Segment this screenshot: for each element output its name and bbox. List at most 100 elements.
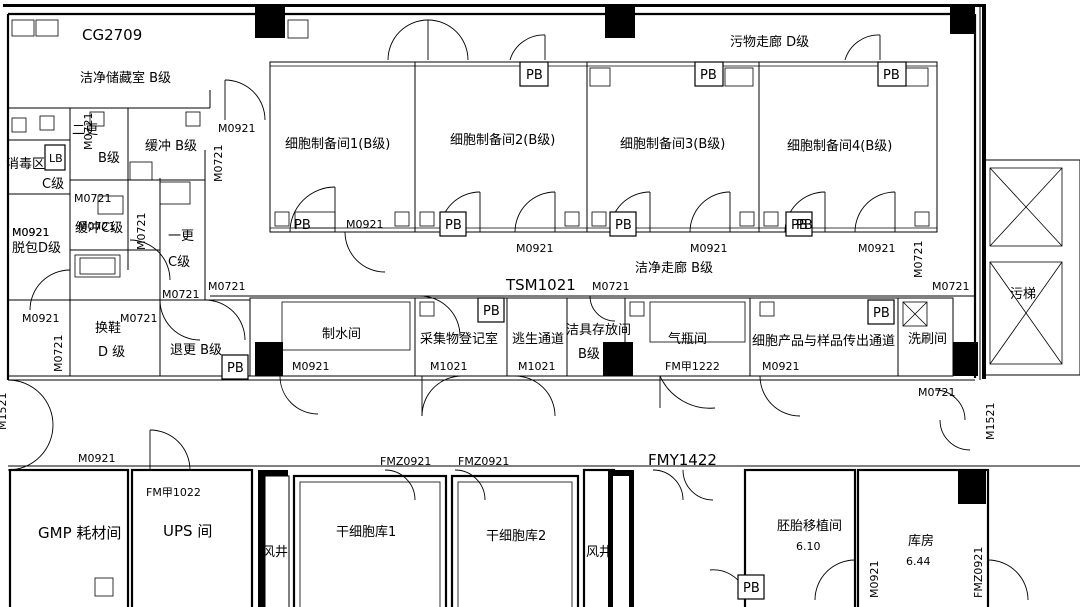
door-label: M0721 (912, 241, 925, 279)
door-label: M0721 (932, 280, 970, 293)
room-stem-bank-1: 干细胞库1 (336, 524, 396, 540)
pass-box-labels: PB PB PB PB PB PB PB PB PB PB PB PB LB (49, 68, 900, 596)
room-cg2709: CG2709 (82, 26, 142, 44)
outer-walls (3, 4, 986, 381)
cell-prep-rooms (11, 19, 938, 233)
stair-block (984, 159, 1080, 376)
door-label: M0721 (82, 113, 95, 151)
room-disinfect-grade: C级 (42, 177, 64, 192)
left-rooms (8, 90, 250, 377)
door-label: M1521 (0, 393, 9, 431)
room-embryo: 胚胎移植间 (777, 519, 842, 534)
pass-boxes (221, 61, 907, 600)
room-shoe-change-grade: D 级 (98, 345, 125, 360)
door-label: M0721 (78, 220, 116, 233)
room-first-change: 一更 (168, 229, 194, 244)
pass-box-label: PB (526, 68, 543, 83)
room-buffer-b: 缓冲 B级 (145, 139, 197, 154)
door-label: M0921 (218, 122, 256, 135)
door-label: FM甲1022 (146, 486, 201, 499)
room-shaft-1: 风井 (262, 545, 288, 560)
door-label: FMZ0921 (380, 455, 431, 468)
door-label: M0921 (12, 226, 50, 239)
door-label: M0721 (74, 192, 112, 205)
room-embryo-area: 6.10 (796, 540, 821, 553)
door-label: M0921 (22, 312, 60, 325)
room-second-change-grade: B级 (98, 151, 120, 166)
door-label: M0921 (690, 242, 728, 255)
pass-box-label: PB (445, 218, 462, 233)
room-cell-prep-4: 细胞制备间4(B级) (787, 138, 892, 154)
door-label: M0721 (120, 312, 158, 325)
door-label: TSM1021 (505, 276, 576, 294)
pass-box-label: PB (227, 361, 244, 376)
room-stem-bank-2: 干细胞库2 (486, 528, 546, 544)
room-buffer-c: 缓冲C级 (75, 221, 123, 236)
pass-box-label: PB (615, 218, 632, 233)
pass-box-label: PB (743, 581, 760, 596)
door-label: M0921 (516, 242, 554, 255)
door-label: M1021 (430, 360, 468, 373)
room-disinfect: 消毒区 (6, 157, 45, 172)
door-label: M1521 (984, 403, 997, 441)
door-label: M0721 (52, 335, 65, 373)
pass-box-label: PB (873, 306, 890, 321)
room-gas: 气瓶间 (668, 331, 707, 347)
room-escape: 逃生通道 (512, 332, 564, 347)
pass-box-label: PB (700, 68, 717, 83)
door-swings (7, 19, 1029, 601)
pass-box-label: LB (49, 152, 63, 165)
room-pass-channel: 细胞产品与样品传出通道 (752, 334, 895, 349)
room-cell-prep-1: 细胞制备间1(B级) (285, 136, 390, 152)
room-dirty-corridor: 污物走廊 D级 (730, 34, 809, 50)
room-ups: UPS 间 (163, 522, 212, 540)
room-second-change: 二更 (72, 123, 98, 138)
door-label: M0921 (762, 360, 800, 373)
pass-box-label: PB (883, 68, 900, 83)
room-tool: 洁具存放间 (566, 323, 631, 338)
middle-rooms (249, 297, 978, 377)
lower-rooms (8, 465, 1080, 607)
door-label: M0921 (78, 452, 116, 465)
room-cell-prep-2: 细胞制备间2(B级) (450, 132, 555, 148)
room-water: 制水间 (322, 327, 361, 342)
room-clean-corridor: 洁净走廊 B级 (635, 260, 713, 276)
door-label: M0921 (858, 242, 896, 255)
room-tool-grade: B级 (578, 347, 600, 362)
door-label: M0921 (868, 561, 881, 599)
door-label: M0721 (208, 280, 246, 293)
room-gmp: GMP 耗材间 (38, 524, 121, 542)
pass-box-label: PB (294, 218, 311, 233)
door-label: FM甲1222 (665, 360, 720, 373)
room-warehouse-area: 6.44 (906, 555, 931, 568)
room-warehouse: 库房 (908, 533, 934, 549)
room-cell-prep-3: 细胞制备间3(B级) (620, 136, 725, 152)
pass-box-label: PB (791, 218, 808, 233)
door-label: FMY1422 (648, 451, 717, 469)
door-label: M0721 (162, 288, 200, 301)
pass-box-13 (44, 144, 66, 171)
room-collect-reg: 采集物登记室 (420, 331, 498, 347)
room-unpack: 脱包D级 (12, 241, 61, 256)
pass-box-label: PB (483, 304, 500, 319)
room-exit-change: 退更 B级 (170, 343, 222, 358)
door-label: FMZ0921 (972, 547, 985, 598)
door-labels: M0921 M0721 M0721 M0721 M0721 M0921 M092… (0, 113, 997, 599)
door-label: FMZ0921 (458, 455, 509, 468)
room-first-change-grade: C级 (168, 255, 190, 270)
room-wash: 洗刷间 (908, 332, 947, 347)
room-shaft-2: 风井 (586, 545, 612, 560)
room-shoe-change: 换鞋 (95, 320, 121, 336)
door-label: M0721 (212, 145, 225, 183)
door-label: M0921 (292, 360, 330, 373)
door-label: M0721 (918, 386, 956, 399)
door-label: M0921 (346, 218, 384, 231)
door-label: M0921 (12, 226, 50, 239)
pass-box-label: PB (796, 218, 813, 233)
door-label: M0721 (135, 213, 148, 251)
door-label: M0721 (592, 280, 630, 293)
room-stair: 污梯 (1010, 287, 1036, 302)
door-label: M1021 (518, 360, 556, 373)
room-labels: CG2709 洁净储藏室 B级 消毒区 C级 二更 B级 缓冲 B级 缓冲C级 … (6, 26, 1036, 568)
